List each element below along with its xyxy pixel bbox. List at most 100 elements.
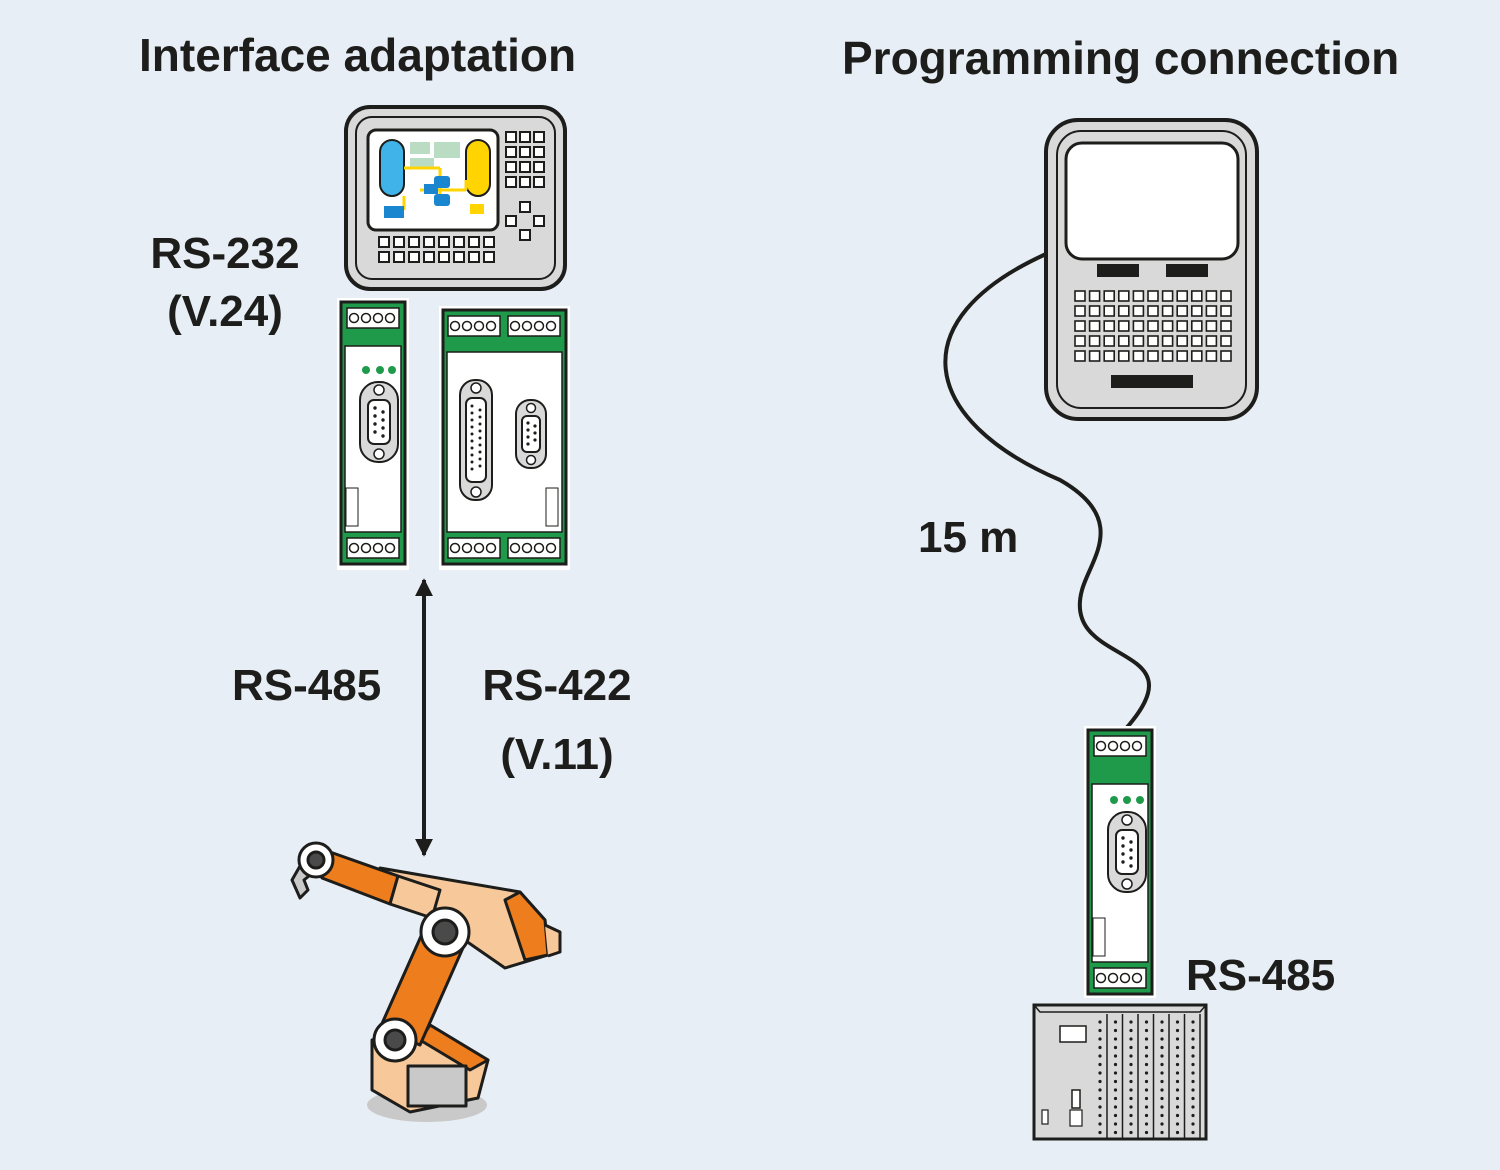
plc-terminal-dot xyxy=(1160,1122,1164,1126)
plc-terminal-dot xyxy=(1191,1054,1195,1058)
hmi-panel-icon xyxy=(344,105,567,291)
plc-terminal-dot xyxy=(1191,1079,1195,1084)
plc-terminal-dot xyxy=(1098,1096,1102,1101)
plc-terminal-dot xyxy=(1129,1054,1133,1058)
plc-terminal-dot xyxy=(1113,1105,1118,1109)
keyboard-key xyxy=(1205,335,1218,347)
plc-terminal-dot xyxy=(1175,1020,1180,1024)
plc-terminal-dot xyxy=(1175,1054,1180,1058)
keyboard-key xyxy=(1191,320,1203,332)
plc-terminal-dot xyxy=(1129,1071,1133,1075)
keyboard-key xyxy=(1074,320,1086,332)
plc-terminal-dot xyxy=(1160,1054,1164,1058)
plc-terminal-dot xyxy=(1175,1062,1180,1067)
keyboard-key xyxy=(1132,320,1145,332)
rs232-label-group: RS-232 (V.24) xyxy=(140,232,310,334)
plc-terminal-dot xyxy=(1129,1037,1133,1041)
plc-terminal-dot xyxy=(1160,1062,1164,1067)
narrow-converter-module-icon xyxy=(337,298,409,570)
converter-module-right-icon xyxy=(1084,726,1156,998)
keyboard-key xyxy=(1088,350,1101,362)
keyboard-key xyxy=(1161,305,1174,317)
plc-terminal-dot xyxy=(1098,1113,1102,1118)
keyboard-key xyxy=(1220,335,1232,347)
keyboard-key xyxy=(1205,290,1218,302)
plc-terminal-dot xyxy=(1160,1079,1164,1084)
plc-terminal-dot xyxy=(1175,1096,1180,1101)
plc-terminal-dot xyxy=(1129,1096,1133,1101)
rs422-sublabel: (V.11) xyxy=(500,730,614,779)
keyboard-key xyxy=(1118,305,1130,317)
keyboard-key xyxy=(1132,290,1145,302)
rs232-sublabel: (V.24) xyxy=(167,287,283,336)
plc-terminal-dot xyxy=(1191,1113,1195,1118)
plc-controller-icon xyxy=(1032,1003,1208,1141)
cable-length-label: 15 m xyxy=(918,513,1019,562)
plc-terminal-dot xyxy=(1129,1122,1133,1126)
interface-adaptation-title: Interface adaptation xyxy=(139,29,577,81)
plc-terminal-dot xyxy=(1129,1020,1133,1024)
plc-terminal-dot xyxy=(1144,1020,1149,1024)
keyboard-key xyxy=(1132,335,1145,347)
keyboard-key xyxy=(1118,320,1130,332)
plc-terminal-dot xyxy=(1191,1105,1195,1109)
keyboard-key xyxy=(1147,305,1159,317)
plc-terminal-dot xyxy=(1098,1062,1102,1067)
keyboard-key xyxy=(1103,290,1115,302)
plc-terminal-dot xyxy=(1113,1122,1118,1126)
plc-terminal-dot xyxy=(1113,1071,1118,1075)
plc-terminal-dot xyxy=(1175,1079,1180,1084)
plc-terminal-dot xyxy=(1144,1130,1149,1135)
plc-terminal-dot xyxy=(1175,1130,1180,1135)
keyboard-key xyxy=(1220,350,1232,362)
keyboard-key xyxy=(1088,290,1101,302)
plc-terminal-dot xyxy=(1113,1088,1118,1092)
plc-terminal-dot xyxy=(1160,1130,1164,1135)
rs232-label: RS-232 xyxy=(150,229,300,278)
industrial-robot-icon xyxy=(290,841,562,1122)
plc-terminal-dot xyxy=(1191,1088,1195,1092)
keyboard-key xyxy=(1103,320,1115,332)
plc-terminal-dot xyxy=(1191,1020,1195,1024)
keyboard-key xyxy=(1103,350,1115,362)
keyboard-key xyxy=(1132,305,1145,317)
keyboard-key xyxy=(1088,305,1101,317)
plc-terminal-dot xyxy=(1144,1096,1149,1101)
plc-terminal-dot xyxy=(1113,1096,1118,1101)
keyboard-key xyxy=(1176,335,1188,347)
plc-terminal-dot xyxy=(1144,1113,1149,1118)
keyboard-key xyxy=(1191,305,1203,317)
keyboard-key xyxy=(1191,335,1203,347)
keyboard-key xyxy=(1220,290,1232,302)
programming-device-icon xyxy=(1044,118,1259,421)
plc-terminal-dot xyxy=(1191,1028,1195,1033)
plc-terminal-dot xyxy=(1098,1105,1102,1109)
plc-terminal-dot xyxy=(1175,1045,1180,1050)
rs422-label: RS-422 xyxy=(482,661,632,710)
keyboard-key xyxy=(1191,350,1203,362)
plc-terminal-dot xyxy=(1144,1079,1149,1084)
plc-terminal-dot xyxy=(1129,1045,1133,1050)
plc-terminal-dot xyxy=(1113,1020,1118,1024)
rs422-label-group: RS-422 (V.11) xyxy=(466,664,648,777)
keyboard-key xyxy=(1088,320,1101,332)
plc-terminal-dot xyxy=(1175,1088,1180,1092)
plc-terminal-dot xyxy=(1160,1096,1164,1101)
rs485-left-label: RS-485 xyxy=(232,661,382,710)
wide-converter-module-icon xyxy=(439,306,570,570)
keyboard-key xyxy=(1147,320,1159,332)
plc-terminal-dot xyxy=(1129,1079,1133,1084)
plc-terminal-dot xyxy=(1144,1071,1149,1075)
keyboard-key xyxy=(1118,290,1130,302)
plc-terminal-dot xyxy=(1160,1028,1164,1033)
keyboard-key xyxy=(1191,290,1203,302)
plc-terminal-dot xyxy=(1144,1105,1149,1109)
keyboard-key xyxy=(1147,350,1159,362)
keyboard-key xyxy=(1074,305,1086,317)
keyboard-key xyxy=(1132,350,1145,362)
plc-terminal-dot xyxy=(1175,1122,1180,1126)
plc-terminal-dot xyxy=(1175,1071,1180,1075)
plc-terminal-dot xyxy=(1191,1071,1195,1075)
